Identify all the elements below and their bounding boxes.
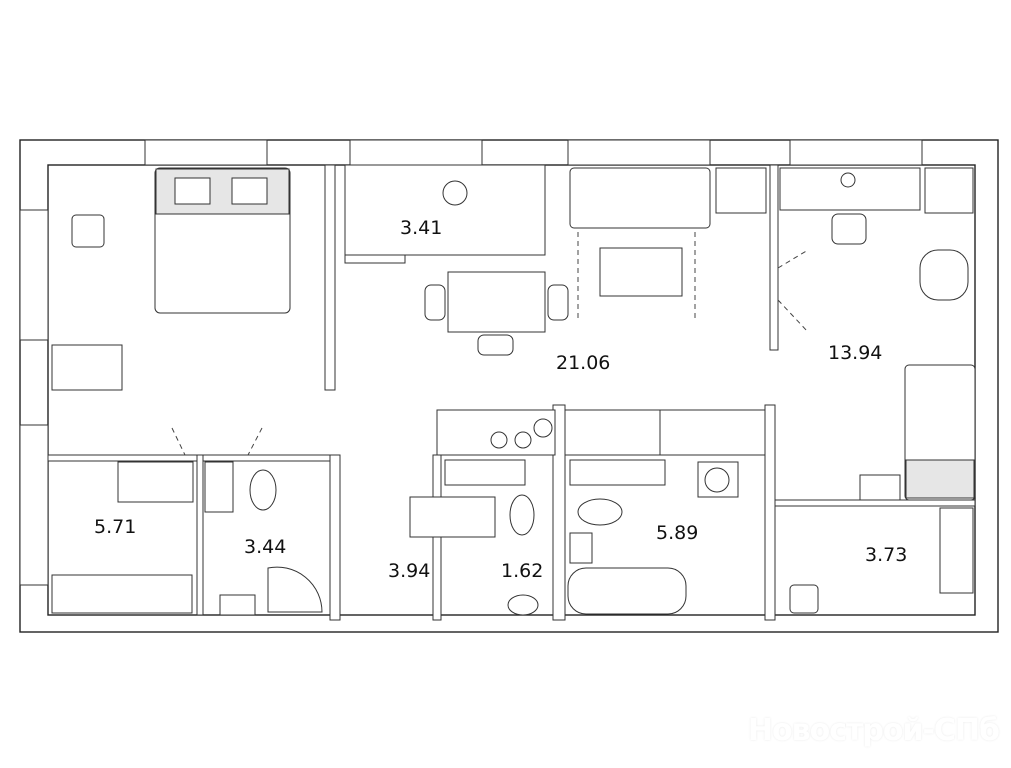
room-area-living-kitchen: 21.06: [556, 352, 611, 374]
room-area-wc: 1.62: [501, 560, 544, 582]
room-area-corridor: 3.94: [388, 560, 431, 582]
room-area-loggia: 3.41: [400, 217, 443, 239]
furniture: [51, 167, 976, 616]
room-area-bedroom: 13.94: [828, 342, 883, 364]
room-area-bathroom-left: 3.44: [244, 536, 287, 558]
watermark: Новострой-СПб: [747, 713, 1000, 748]
room-area-hall-right: 3.73: [865, 544, 908, 566]
outer-walls: [19, 139, 999, 633]
interior-walls: [47, 164, 976, 621]
room-area-bathroom-main: 5.89: [656, 522, 699, 544]
room-area-hall-left: 5.71: [94, 516, 137, 538]
